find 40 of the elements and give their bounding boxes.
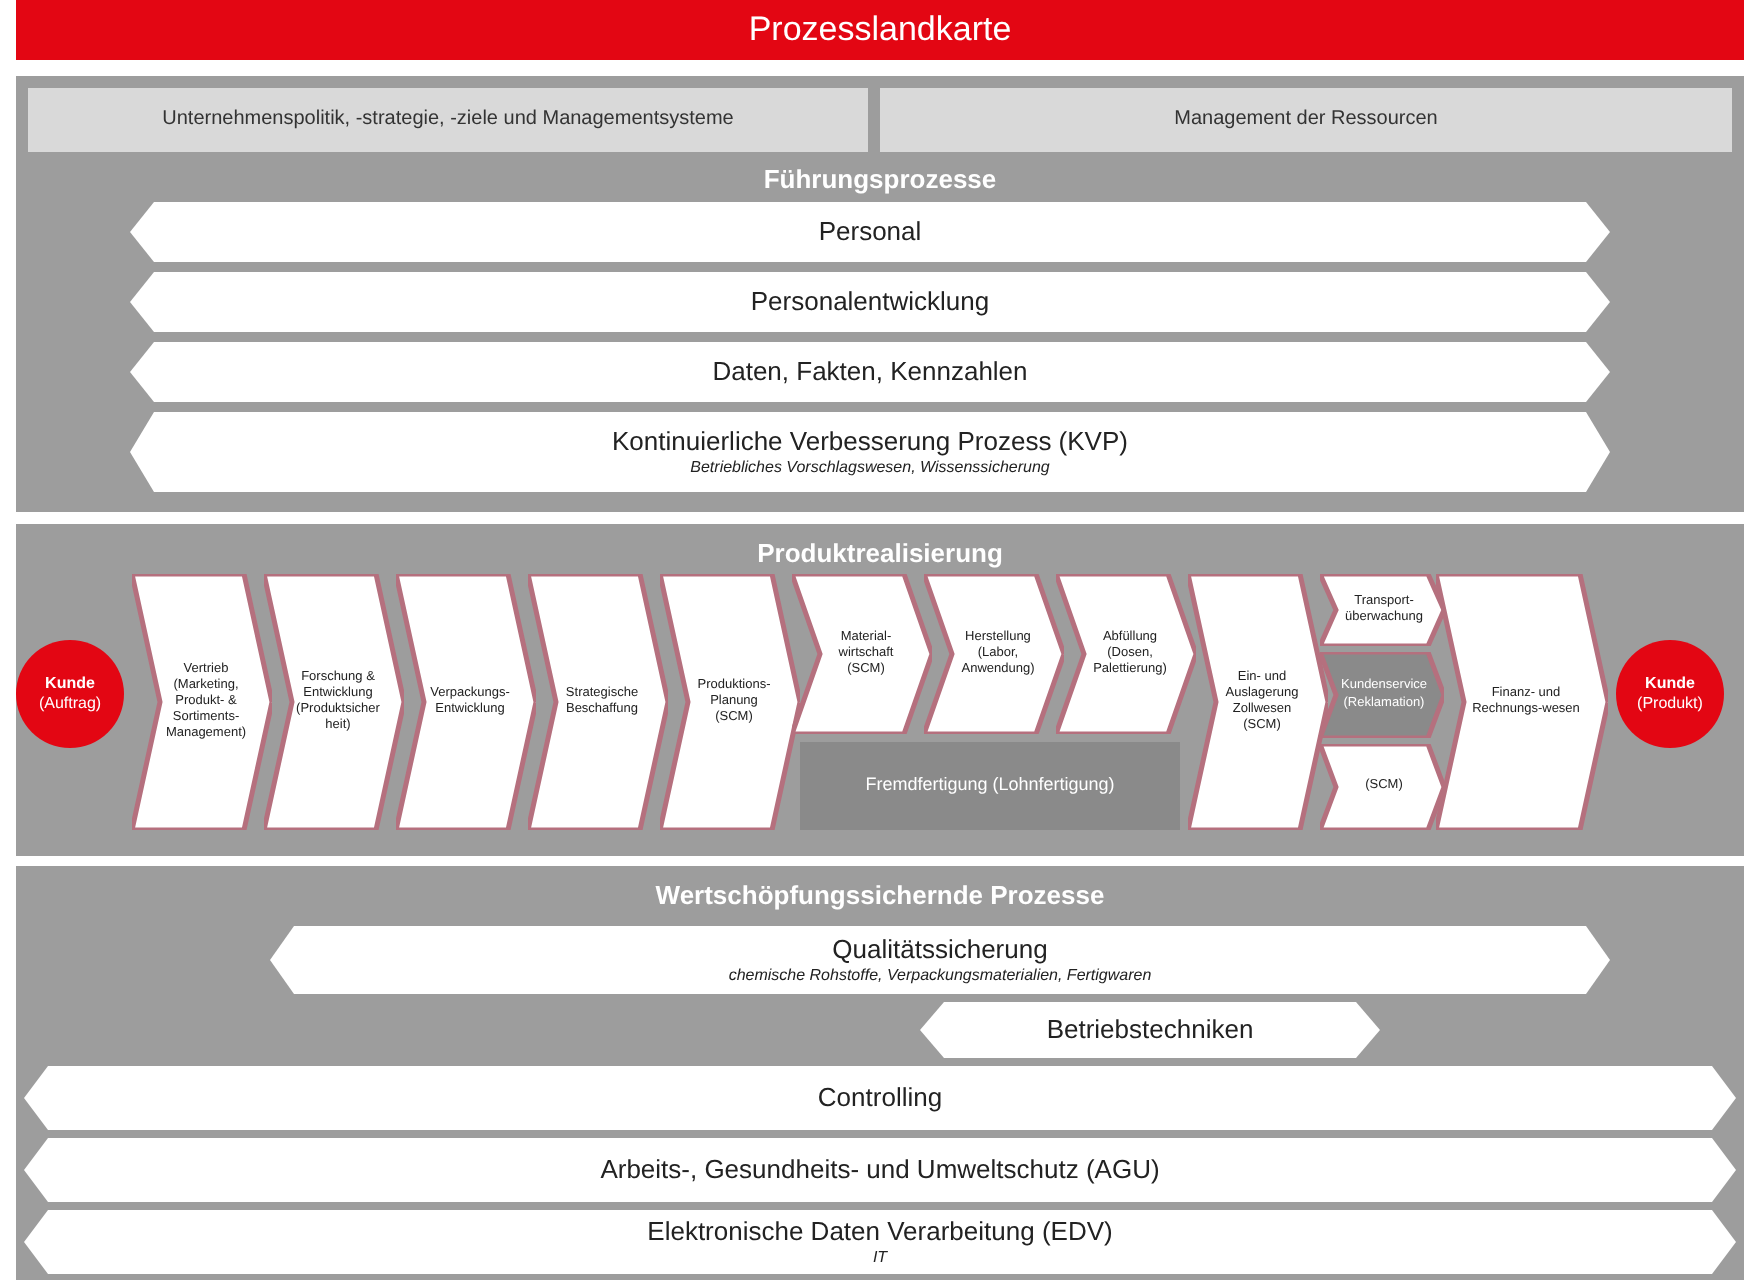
process-label: Kontinuierliche Verbesserung Prozess (KVP) xyxy=(612,425,1128,459)
process-label: Personalentwicklung xyxy=(750,285,990,319)
section-heading: Führungsprozesse xyxy=(761,162,999,198)
customer-label: (Auftrag) xyxy=(38,694,102,714)
process-step xyxy=(660,574,800,830)
customer-label: Kunde xyxy=(45,674,95,694)
process-label: Arbeits-, Gesundheits- und Umweltschutz (AGU) xyxy=(600,1153,1160,1187)
customer-label: Kunde xyxy=(1645,674,1695,694)
process-step xyxy=(396,574,536,830)
process-step xyxy=(132,574,272,830)
process-band xyxy=(16,76,1744,512)
process-label: Elektronische Daten Verarbeitung (EDV) xyxy=(647,1215,1113,1249)
header-text: Unternehmenspolitik, -strategie, -ziele und Managementsysteme xyxy=(162,107,734,133)
process-step xyxy=(1056,574,1196,734)
section-heading: Wertschöpfungssichernde Prozesse xyxy=(653,878,1107,914)
process-label: Qualitätssicherung xyxy=(832,933,1048,967)
process-band xyxy=(16,866,1744,1280)
process-subtitle: Betriebliches Vorschlagswesen, Wissenssicherung xyxy=(690,458,1050,479)
process-step xyxy=(264,574,404,830)
process-band xyxy=(16,524,1744,856)
process-step xyxy=(1320,744,1444,830)
process-step xyxy=(528,574,668,830)
title-bar: Prozesslandkarte xyxy=(16,0,1744,60)
header-box xyxy=(880,88,1732,152)
customer-label: (Produkt) xyxy=(1637,694,1703,714)
process-label: Betriebstechniken xyxy=(1046,1013,1254,1047)
section-heading: Produktrealisierung xyxy=(755,536,1005,572)
process-subtitle: IT xyxy=(872,1248,888,1269)
process-hexagon xyxy=(920,1002,1380,1058)
process-label: Controlling xyxy=(817,1081,943,1115)
header-text: Management der Ressourcen xyxy=(1174,107,1438,133)
process-step xyxy=(1320,652,1444,738)
header-box xyxy=(28,88,868,152)
process-step xyxy=(792,574,932,734)
process-label: Daten, Fakten, Kennzahlen xyxy=(712,355,1028,389)
step-label: Fremdfertigung (Lohnfertigung) xyxy=(865,772,1115,799)
process-step xyxy=(924,574,1064,734)
process-label: Personal xyxy=(818,215,922,249)
process-subtitle: chemische Rohstoffe, Verpackungsmaterialien, Fertigwaren xyxy=(728,966,1152,987)
process-step xyxy=(1320,574,1444,646)
